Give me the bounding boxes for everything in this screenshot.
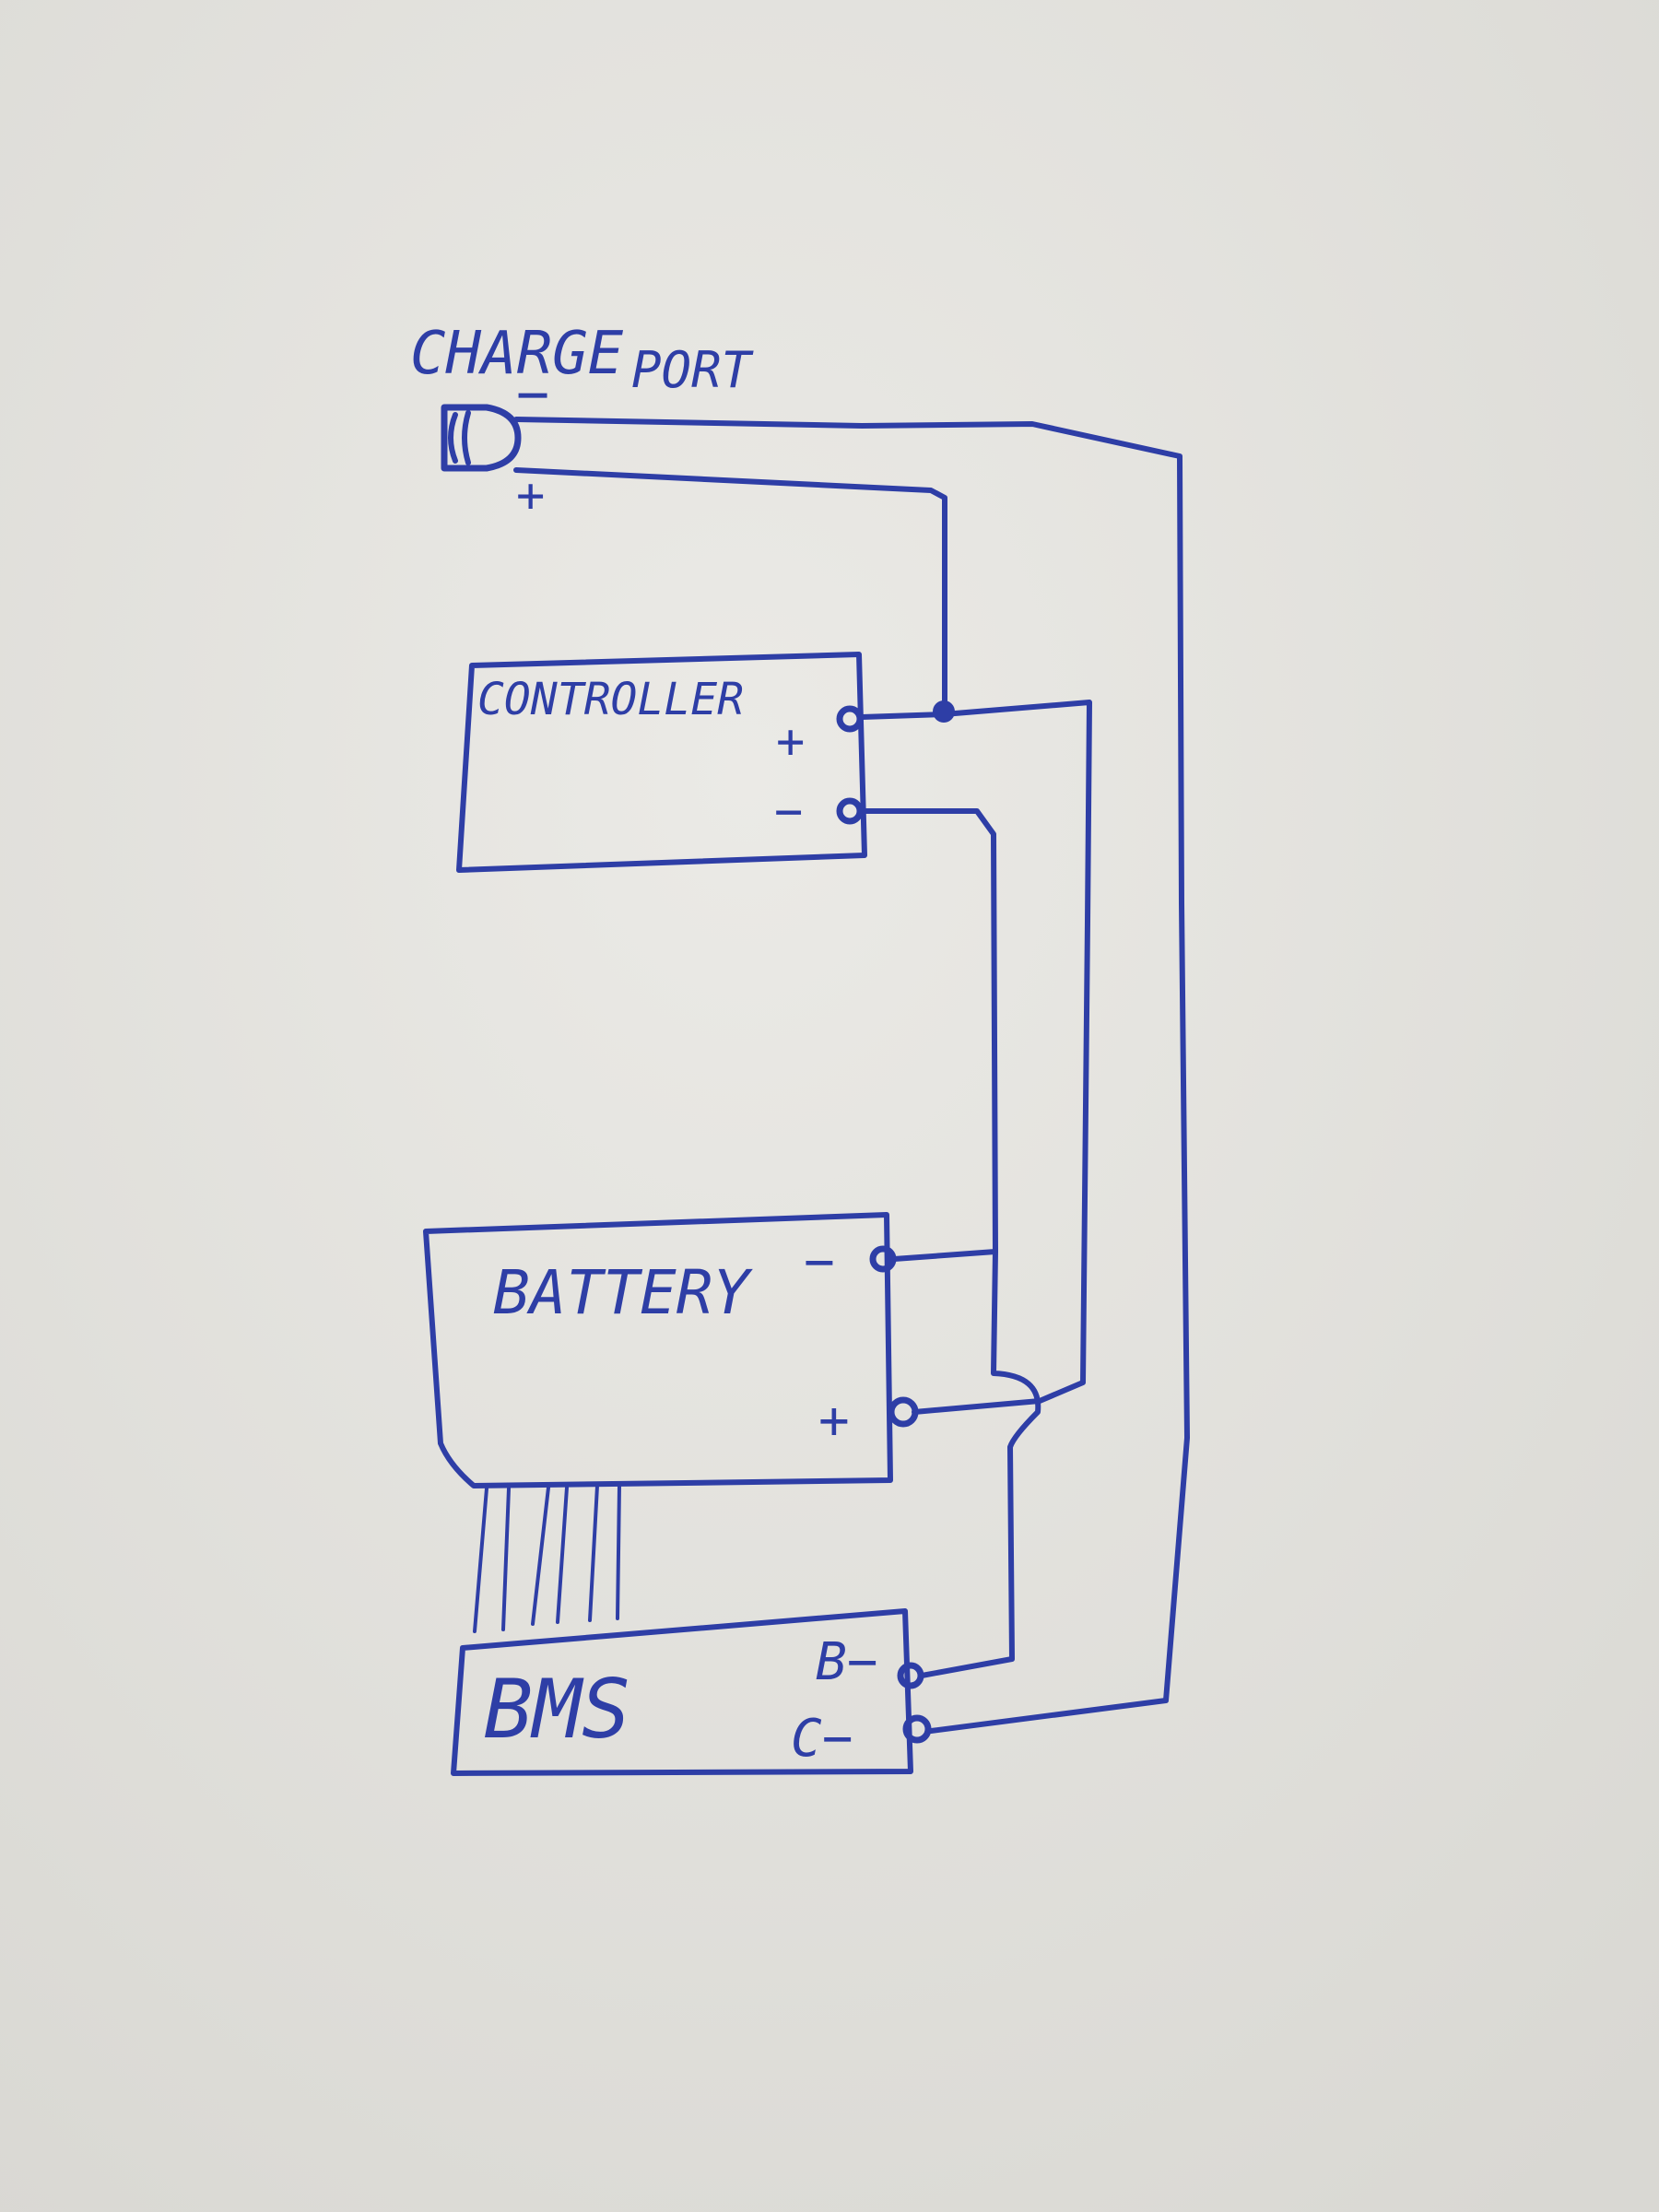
controller-plus-sign: + xyxy=(776,714,805,770)
controller: CONTROLLER + − xyxy=(456,652,867,873)
controller-minus-wire xyxy=(859,808,998,1262)
charge-port-connector-icon xyxy=(441,404,522,472)
charge-port-label-line1: CHARGE xyxy=(410,320,624,388)
controller-plus-junction xyxy=(933,700,955,723)
charge-port-minus-wire xyxy=(513,417,1190,1734)
controller-box xyxy=(456,652,867,873)
charge-port: CHARGE PORT − + xyxy=(410,320,755,524)
charge-port-plus-sign: + xyxy=(516,468,545,524)
balance-lead-wires xyxy=(473,1484,621,1633)
bms-box xyxy=(451,1608,913,1776)
controller-minus-sign: − xyxy=(774,784,803,840)
battery-minus-sign: − xyxy=(804,1232,835,1292)
battery-minus-wire xyxy=(919,1249,1041,1678)
bms-b-minus-label: B− xyxy=(816,1632,877,1692)
charge-port-label-line2: PORT xyxy=(631,341,755,399)
battery-plus-sign: + xyxy=(818,1391,850,1451)
bms: BMS B− C− xyxy=(451,1608,932,1776)
battery: BATTERY − + xyxy=(423,1212,919,1488)
battery-box xyxy=(423,1212,893,1488)
bms-label: BMS xyxy=(484,1662,630,1757)
bms-c-minus-label: C− xyxy=(791,1709,853,1769)
charge-port-plus-wire xyxy=(513,467,947,714)
charge-port-minus-sign: − xyxy=(516,362,549,427)
battery-label: BATTERY xyxy=(493,1257,753,1328)
wires xyxy=(473,417,1190,1734)
controller-label: CONTROLLER xyxy=(477,674,744,725)
bms-c-minus-terminal xyxy=(902,1714,932,1744)
